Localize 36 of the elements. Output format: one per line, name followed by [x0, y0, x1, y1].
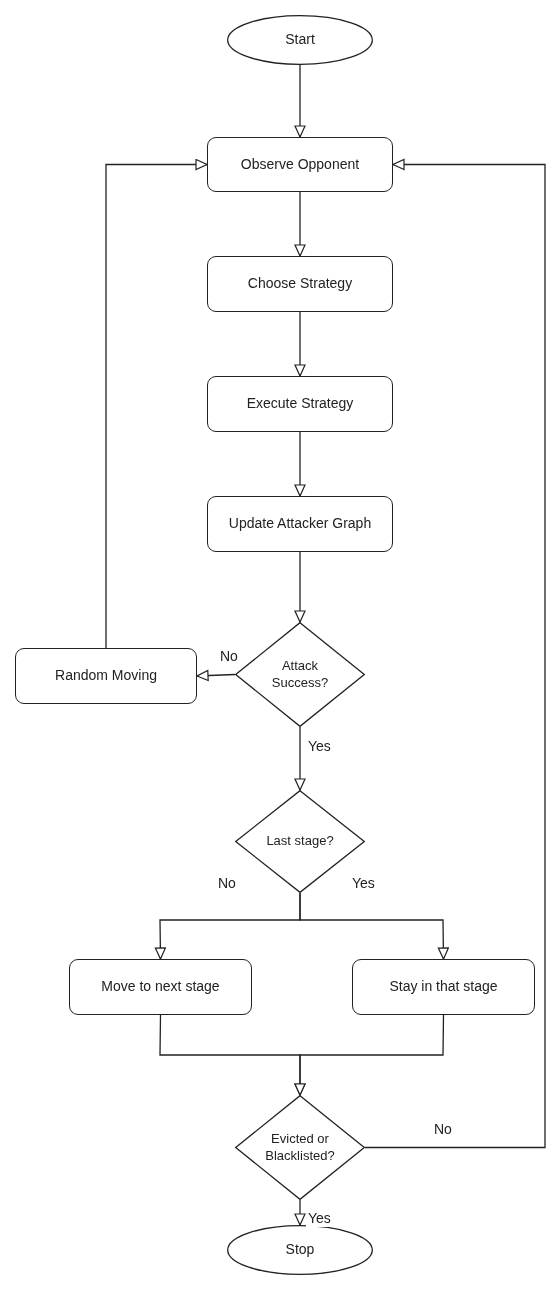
node-label: Attack Success? — [270, 658, 330, 691]
node-label: Stop — [284, 1241, 316, 1259]
process-box — [207, 137, 393, 192]
arrow — [294, 726, 306, 791]
arrow — [294, 191, 306, 257]
arrow — [294, 1199, 306, 1226]
arrow — [299, 892, 449, 960]
arrow — [294, 431, 306, 497]
process-box — [352, 959, 535, 1015]
terminal-ellipse — [227, 1225, 373, 1275]
process-box — [207, 256, 393, 312]
node-label: Observe Opponent — [239, 155, 361, 174]
node-label: Last stage? — [265, 833, 335, 850]
terminal-ellipse — [227, 15, 373, 65]
arrow — [196, 669, 236, 682]
node-label: Update Attacker Graph — [227, 515, 373, 533]
arrow — [364, 158, 546, 1149]
arrow — [294, 64, 306, 138]
process-box — [207, 376, 393, 432]
node-label: Stay in that stage — [388, 978, 499, 996]
node-label: Move to next stage — [100, 978, 221, 996]
decision-diamond — [235, 622, 365, 727]
node-label: Choose Strategy — [246, 275, 354, 293]
node-label: Random Moving — [54, 667, 158, 685]
decision-diamond — [235, 1095, 365, 1200]
edge-label: Yes — [306, 1210, 333, 1227]
process-box — [69, 959, 252, 1015]
arrow — [294, 551, 306, 623]
node-label: Evicted or Blacklisted? — [264, 1131, 336, 1164]
arrow — [294, 1014, 445, 1096]
arrow — [105, 158, 208, 649]
node-label: Start — [284, 31, 316, 49]
arrow — [294, 311, 306, 377]
process-box — [15, 648, 197, 704]
process-box — [207, 496, 393, 552]
node-label: Execute Strategy — [245, 395, 355, 413]
